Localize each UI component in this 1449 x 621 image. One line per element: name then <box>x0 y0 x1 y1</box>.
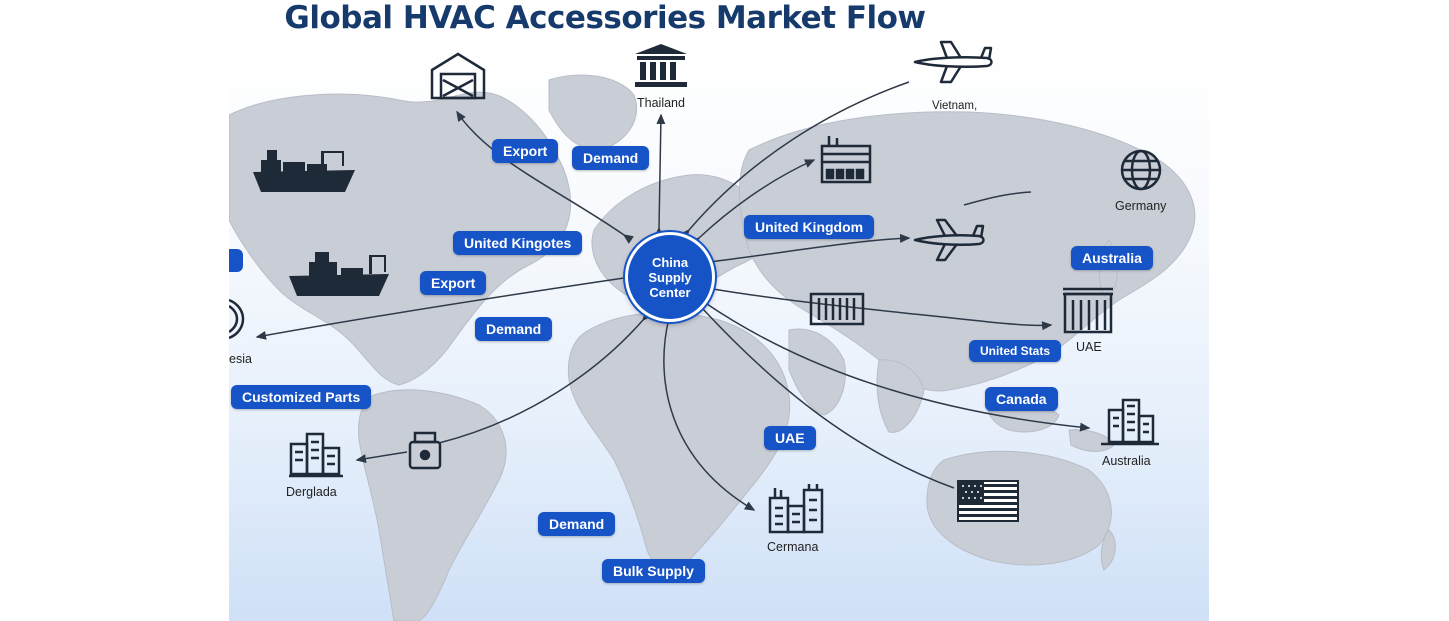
south-america <box>358 389 507 621</box>
arrow-part-derglada <box>355 451 408 464</box>
china-supply-center[interactable]: China Supply Center <box>625 232 715 322</box>
arrow-center-thailand <box>654 113 666 238</box>
office-building-icon-uae <box>1063 287 1113 334</box>
arrow-center-cermana <box>663 308 756 511</box>
south-asia <box>788 328 925 433</box>
office-building-icon-derglada <box>289 432 343 478</box>
hvac-part-icon <box>408 431 442 470</box>
bulk-supply-label: Bulk Supply <box>602 559 705 583</box>
arrow-center-airplane <box>699 233 911 268</box>
china-supply-center-label: China Supply Center <box>648 254 692 300</box>
bank-building-icon <box>635 44 687 87</box>
globe-icon <box>1120 149 1162 191</box>
world-map: China Supply Center Export Demand United… <box>229 40 1209 621</box>
demand-label-bottom: Demand <box>538 512 616 536</box>
flow-arrows <box>255 81 1091 511</box>
thailand-label: Thailand <box>637 96 685 110</box>
demand-label-top: Demand <box>572 146 650 170</box>
australia-label: Australia <box>1102 454 1151 468</box>
us-flag-icon <box>957 480 1019 522</box>
arrow-center-esia <box>255 272 634 340</box>
uae-label: UAE <box>1076 340 1102 354</box>
airplane-icon-top <box>913 40 993 84</box>
factory-icon <box>820 136 872 184</box>
greenland <box>548 74 638 151</box>
export-label-top: Export <box>492 139 559 163</box>
united-kingotes-label: United Kingotes <box>453 231 583 255</box>
diagram-title: Global HVAC Accessories Market Flow <box>284 0 926 36</box>
globe-icon-edge <box>229 298 245 340</box>
demand-label-mid: Demand <box>475 317 553 341</box>
new-zealand <box>1100 529 1116 571</box>
cargo-ship-icon-mid <box>289 252 389 296</box>
vietnam-label: Vietnam, <box>932 100 978 112</box>
united-stats-label: United Stats <box>969 340 1062 362</box>
united-kingdom-label: United Kingdom <box>744 215 875 239</box>
arrow-center-warehouse <box>456 110 634 244</box>
cermana-label: Cermana <box>767 540 819 554</box>
cargo-ship-icon-top <box>253 150 355 192</box>
arrow-center-uae <box>706 287 1053 331</box>
uae-pill: UAE <box>764 426 816 450</box>
office-building-icon-australia <box>1101 398 1159 446</box>
arrow-germany-line <box>963 191 1032 206</box>
australia-continent <box>926 450 1112 566</box>
export-label-mid: Export <box>420 271 487 295</box>
edge-badge <box>229 249 243 272</box>
airplane-icon-mid <box>913 218 985 262</box>
factory-icon-cermana <box>768 484 824 534</box>
shipping-container-icon <box>809 292 865 326</box>
australia-pill: Australia <box>1071 246 1153 270</box>
derglada-label: Derglada <box>286 485 337 499</box>
arrow-center-factory <box>689 159 816 248</box>
canada-label: Canada <box>985 387 1058 411</box>
germany-label: Germany <box>1115 199 1167 213</box>
customized-parts-label: Customized Parts <box>231 385 372 409</box>
warehouse-icon <box>430 52 486 100</box>
esia-label: esia <box>229 352 252 366</box>
